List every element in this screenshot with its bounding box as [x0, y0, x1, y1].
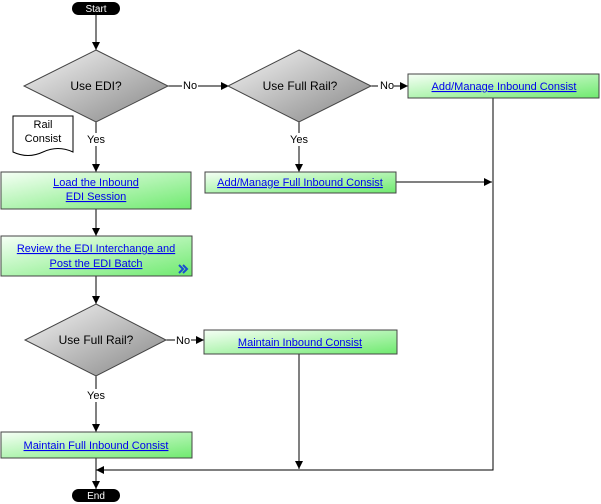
document-rail-consist: Rail Consist	[12, 115, 74, 156]
decision-use-edi-label: Use EDI?	[70, 79, 122, 93]
start-terminator: Start	[72, 2, 120, 15]
process-maintain-inbound-consist: Maintain Inbound Consist	[203, 329, 398, 355]
subprocess-arrows-icon[interactable]	[178, 264, 189, 274]
decision-use-edi: Use EDI?	[22, 49, 170, 123]
connectors	[92, 14, 494, 489]
edge-label-no-1: No	[183, 80, 197, 92]
edge-label-yes-2: Yes	[290, 134, 308, 146]
link-maintain-inbound-consist[interactable]: Maintain Inbound Consist	[238, 337, 362, 349]
end-terminator: End	[72, 489, 120, 502]
process-maintain-full-inbound-consist: Maintain Full Inbound Consist	[0, 431, 193, 459]
link-maintain-full-inbound-consist[interactable]: Maintain Full Inbound Consist	[24, 440, 169, 452]
link-review-line1[interactable]: Review the EDI Interchange and	[17, 243, 175, 255]
edge-label-yes-1: Yes	[87, 134, 105, 146]
link-load-session-line2[interactable]: EDI Session	[66, 191, 127, 203]
decision-use-full-rail-top: Use Full Rail?	[226, 49, 373, 123]
process-add-manage-inbound-consist: Add/Manage Inbound Consist	[407, 73, 600, 99]
link-add-manage-inbound-consist[interactable]: Add/Manage Inbound Consist	[432, 81, 577, 93]
process-load-inbound-edi-session: Load the Inbound EDI Session	[0, 171, 192, 210]
link-load-session-line1[interactable]: Load the Inbound	[53, 177, 139, 189]
decision-use-full-rail-bottom: Use Full Rail?	[23, 303, 168, 377]
end-label: End	[87, 491, 105, 502]
document-line1: Rail	[34, 119, 53, 131]
edge-right-merge-line	[96, 98, 494, 474]
document-line2: Consist	[25, 133, 62, 145]
process-add-manage-full-inbound-consist: Add/Manage Full Inbound Consist	[204, 171, 397, 194]
start-label: Start	[85, 4, 106, 15]
link-add-manage-full-inbound-consist[interactable]: Add/Manage Full Inbound Consist	[217, 177, 383, 189]
process-review-edi-interchange: Review the EDI Interchange and Post the …	[0, 235, 193, 277]
edge-label-no-2: No	[380, 80, 394, 92]
link-review-line2[interactable]: Post the EDI Batch	[50, 258, 143, 270]
decision-use-full-rail-bottom-label: Use Full Rail?	[59, 333, 134, 347]
edge-label-yes-3: Yes	[87, 390, 105, 402]
decision-use-full-rail-top-label: Use Full Rail?	[263, 79, 338, 93]
edge-label-no-3: No	[176, 335, 190, 347]
